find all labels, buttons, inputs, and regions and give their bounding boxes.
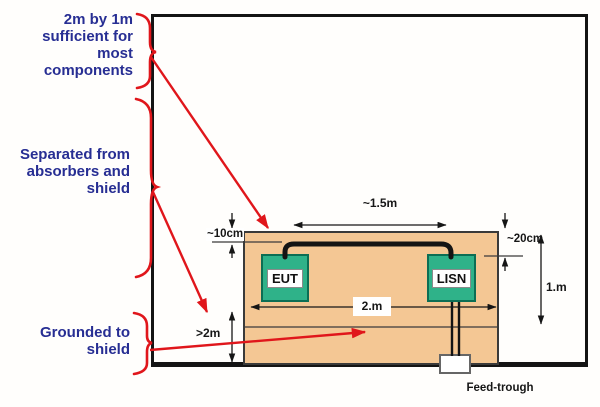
eut-box: EUT xyxy=(261,254,309,302)
dim-table-depth: 1.m xyxy=(546,280,567,294)
dim-table-width: 2.m xyxy=(353,297,391,316)
eut-label: EUT xyxy=(267,268,303,288)
dim-cable-edge-offset: ~10cm xyxy=(206,228,245,241)
annotation-grounding: Grounded to shield xyxy=(40,324,130,358)
annotation-table-size: 2m by 1m sufficient for most components xyxy=(42,11,133,79)
lisn-label: LISN xyxy=(431,268,472,288)
feedthrough-box xyxy=(439,354,471,374)
dim-box-edge-offset: ~20cm xyxy=(507,233,544,245)
lisn-box: LISN xyxy=(427,254,476,302)
feedthrough-label: Feed-trough xyxy=(466,382,534,394)
annotation-separation: Separated from absorbers and shield xyxy=(19,146,130,197)
dim-clearance: >2m xyxy=(196,326,221,340)
dim-cable-span: ~1.5m xyxy=(362,196,398,210)
